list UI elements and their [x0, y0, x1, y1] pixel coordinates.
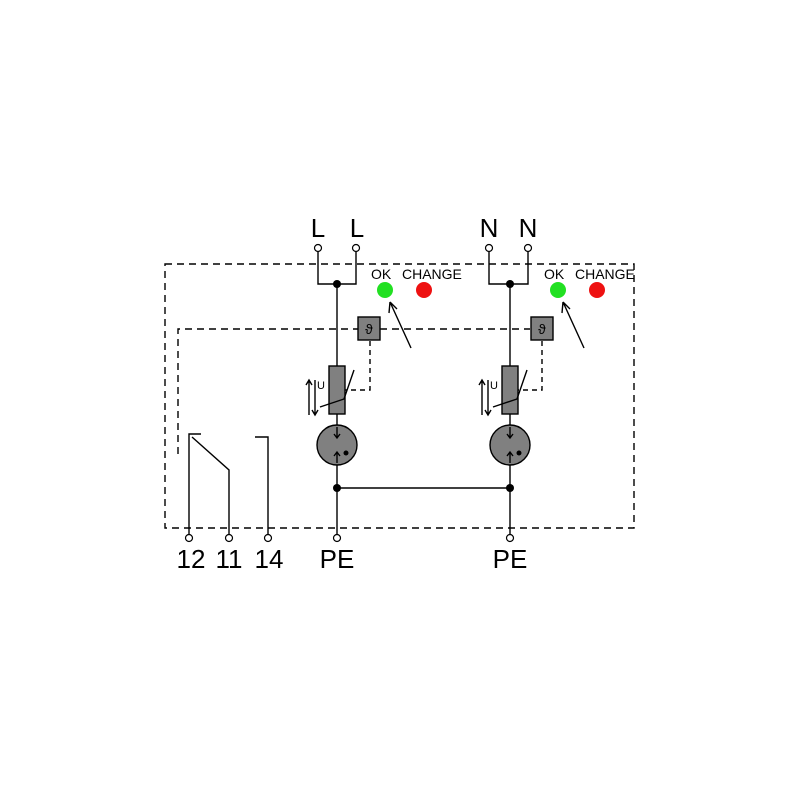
node — [333, 280, 341, 288]
label-l1: L — [311, 213, 325, 243]
branch-n: ϑ U OK CHANGE — [478, 243, 635, 543]
varistor — [328, 365, 346, 415]
label-14: 14 — [255, 544, 284, 574]
label-11: 11 — [216, 544, 243, 574]
thermal-symbol: ϑ — [365, 321, 373, 337]
ok-indicator — [377, 282, 393, 298]
thermal-disconnector — [530, 316, 554, 341]
thermal-disconnector — [357, 316, 381, 341]
change-indicator — [416, 282, 432, 298]
terminal-pe1[interactable] — [332, 533, 342, 543]
thermal-symbol: ϑ — [538, 321, 546, 337]
change-label-1: CHANGE — [402, 266, 462, 282]
terminal-n2[interactable] — [523, 243, 533, 253]
change-label-2: CHANGE — [575, 266, 635, 282]
label-n2: N — [519, 213, 538, 243]
thermal-link-tail-1 — [345, 341, 371, 391]
terminal-l2[interactable] — [351, 243, 361, 253]
change-indicator — [589, 282, 605, 298]
label-n1: N — [480, 213, 499, 243]
terminal-14[interactable] — [263, 533, 273, 543]
varistor — [501, 365, 519, 415]
terminal-11[interactable] — [224, 533, 234, 543]
terminal-n1[interactable] — [484, 243, 494, 253]
ok-label-2: OK — [544, 266, 565, 282]
label-pe1: PE — [320, 544, 355, 574]
branch-l: ϑ U OK CHANGE — [305, 243, 462, 543]
label-l2: L — [350, 213, 364, 243]
thermal-link-tail-2 — [518, 341, 543, 391]
terminal-12[interactable] — [184, 533, 194, 543]
remote-contact — [184, 433, 273, 543]
node — [506, 280, 514, 288]
label-12: 12 — [177, 544, 206, 574]
varistor-u-label: U — [317, 380, 325, 392]
thermal-link-line — [177, 328, 358, 454]
ok-indicator — [550, 282, 566, 298]
label-pe2: PE — [493, 544, 528, 574]
terminal-pe2[interactable] — [505, 533, 515, 543]
ok-label-1: OK — [371, 266, 392, 282]
housing-outline — [164, 263, 635, 529]
varistor-u-label: U — [490, 380, 498, 392]
terminal-l1[interactable] — [313, 243, 323, 253]
